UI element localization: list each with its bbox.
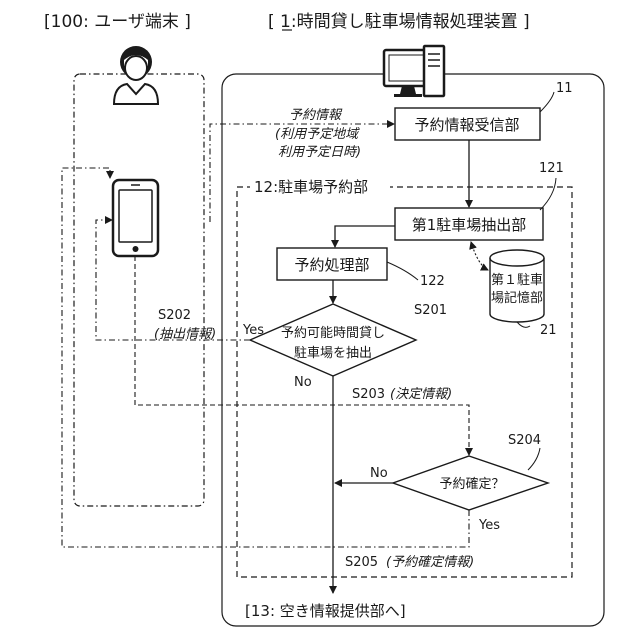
- s201-no-label: No: [294, 375, 312, 390]
- ref-122: 122: [420, 274, 445, 289]
- terminal-header: [100: ユーザ端末 ]: [44, 12, 191, 32]
- receiver-box-label: 予約情報受信部: [414, 116, 519, 134]
- storage-label-line1: 第１駐車: [491, 273, 543, 288]
- footer-label: [13: 空き情報提供部へ]: [245, 602, 406, 620]
- smartphone-icon: [113, 180, 158, 256]
- arrow-extractor-storage: [471, 242, 488, 270]
- ref-122-leader: [387, 262, 418, 280]
- s204-no-label: No: [370, 466, 388, 481]
- storage-label-line2: 場記憶部: [491, 290, 543, 306]
- extractor-box-label: 第1駐車場抽出部: [412, 216, 527, 234]
- ref-121-leader: [540, 178, 556, 210]
- s205-note: (予約確定情報): [386, 554, 474, 570]
- processor-box-label: 予約処理部: [294, 256, 369, 274]
- s204-yes-label: Yes: [478, 518, 500, 533]
- reservation-group-container: [237, 187, 572, 577]
- ref-121: 121: [539, 161, 564, 176]
- decision-confirm-label: 予約確定？: [439, 476, 504, 492]
- step-s202: S202: [158, 308, 191, 323]
- s201-yes-label: Yes: [242, 323, 264, 338]
- reservation-info-label: 予約情報: [289, 108, 343, 123]
- decision-extract-line2: 駐車場を抽出: [294, 346, 372, 361]
- computer-icon: [384, 46, 444, 97]
- decision-extract-line1: 予約可能時間貸し: [281, 325, 385, 341]
- step-s204: S204: [508, 433, 541, 448]
- ref-11: 11: [556, 81, 573, 96]
- step-s205: S205: [345, 555, 378, 570]
- step-s201: S201: [414, 303, 447, 318]
- arrow-extractor-to-processor: [335, 226, 395, 247]
- terminal-container: [74, 74, 204, 506]
- s203-note: (決定情報): [390, 386, 452, 402]
- person-icon: [114, 46, 158, 104]
- ref-21: 21: [540, 323, 557, 338]
- group-label: 12:駐車場予約部: [254, 178, 368, 196]
- ref-11-leader: [540, 92, 554, 112]
- step-s203: S203: [352, 387, 385, 402]
- reservation-area-label: (利用予定地域: [275, 126, 360, 142]
- device-header: [ 1:時間貸し駐車場情報処理装置 ]: [268, 12, 530, 32]
- reservation-datetime-label: 利用予定日時): [278, 144, 361, 160]
- ref-21-leader: [517, 322, 530, 327]
- s202-note: (抽出情報): [154, 327, 216, 342]
- s204-leader: [528, 448, 540, 470]
